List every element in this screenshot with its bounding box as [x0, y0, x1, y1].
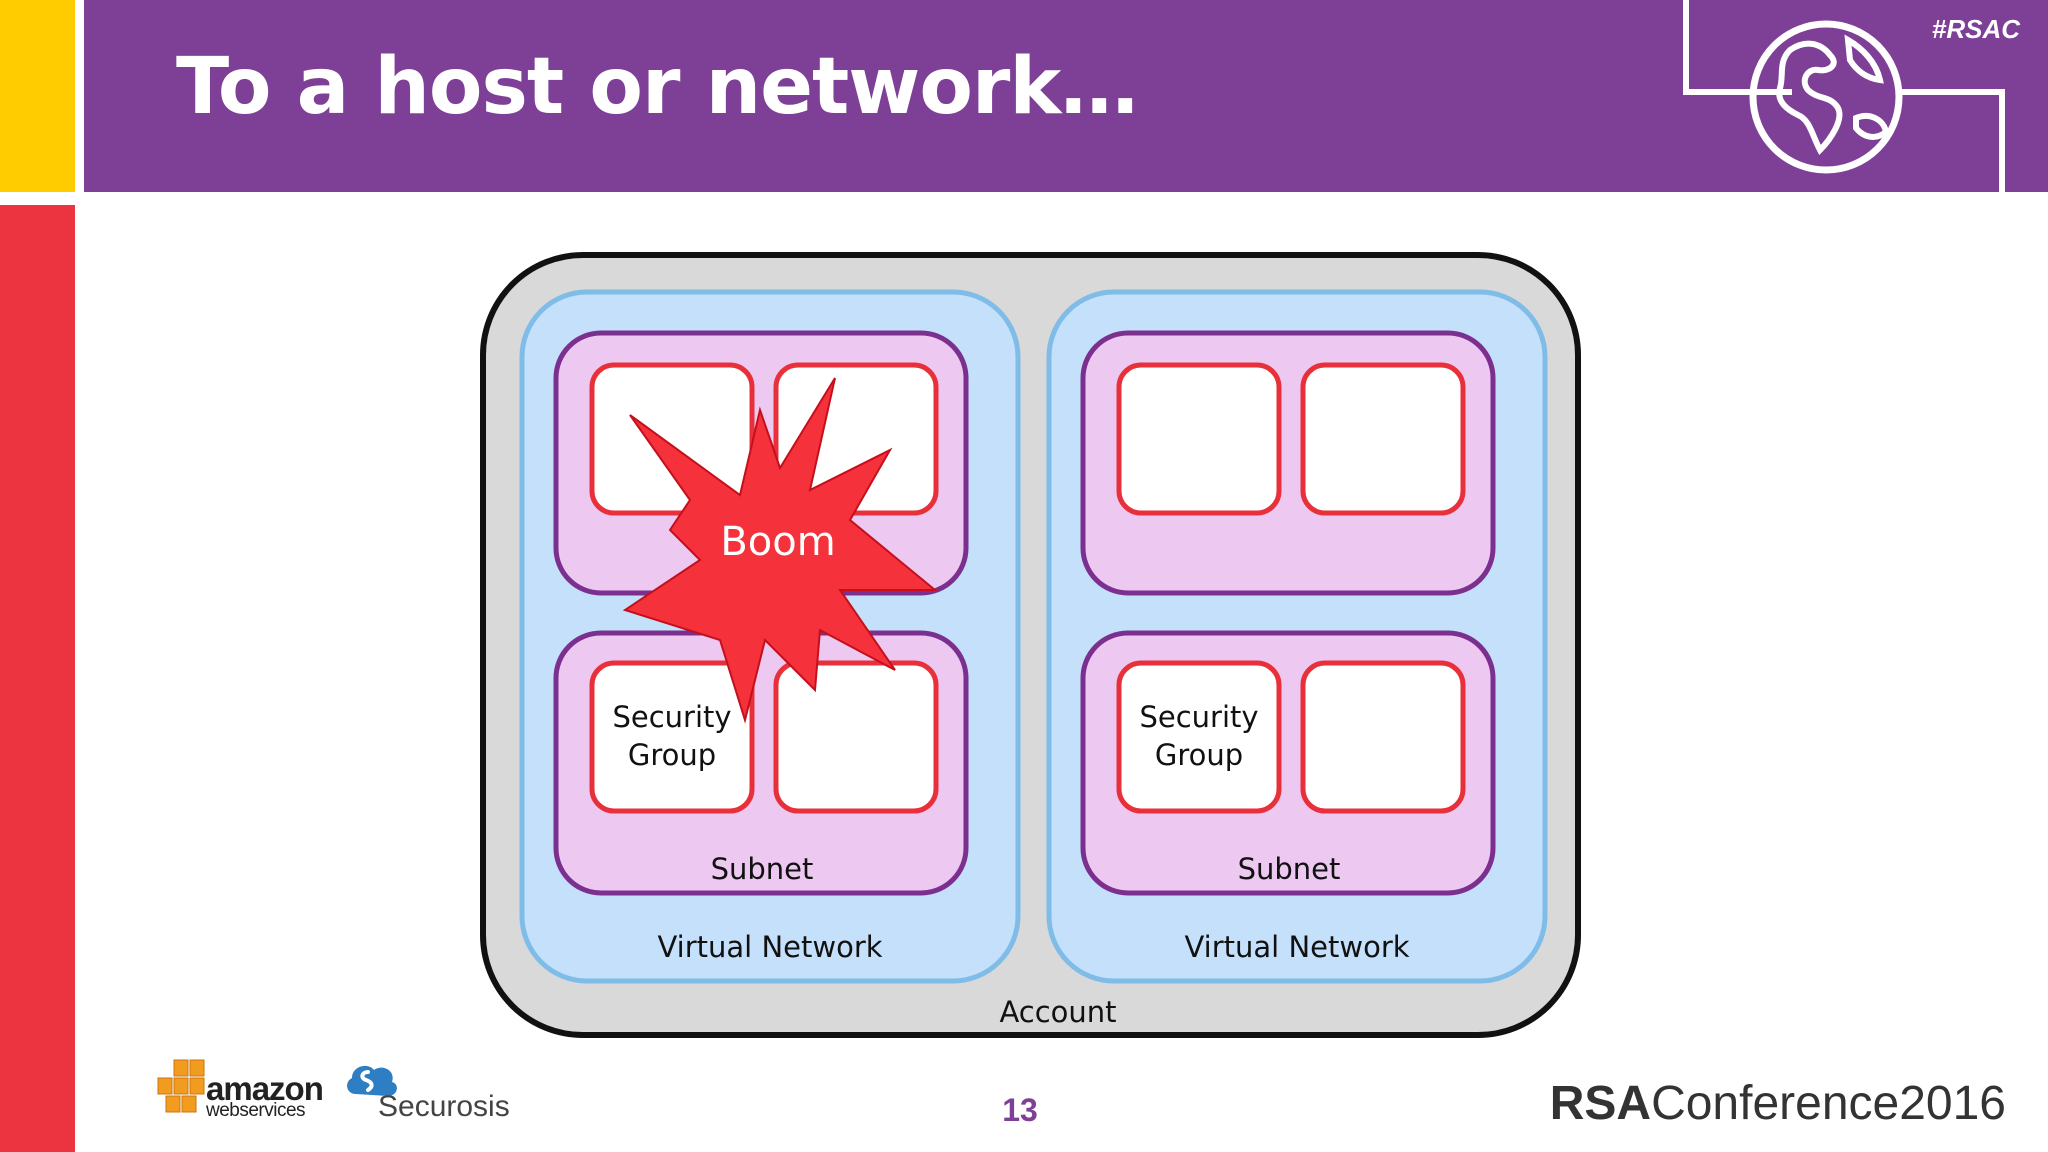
left-red-bar [0, 205, 75, 1152]
security-group-box [589, 660, 755, 814]
subnet-label: Subnet [711, 852, 814, 886]
security-group-box [1300, 660, 1466, 814]
securosis-logo-text: Securosis [378, 1090, 510, 1123]
security-group-label-line1: Security [612, 700, 731, 734]
globe-icon [1749, 20, 1903, 174]
rsa-logo-text: RSA [1549, 1077, 1652, 1130]
security-group-label-line1: Security [1139, 700, 1258, 734]
rsac-hashtag: #RSAC [1931, 14, 2020, 44]
securosis-cloud-icon [347, 1065, 397, 1096]
page-number: 13 [1002, 1092, 1038, 1128]
account-label: Account [999, 995, 1116, 1029]
logo-step-line-right [1896, 89, 2005, 192]
virtual-network-label: Virtual Network [1184, 930, 1409, 964]
security-group-label-line2: Group [1155, 738, 1243, 772]
subnet-label: Subnet [1238, 852, 1341, 886]
virtual-network-label: Virtual Network [657, 930, 882, 964]
aws-logo-text: amazon [206, 1070, 324, 1107]
security-group-label-line2: Group [628, 738, 716, 772]
boom-starburst [622, 377, 938, 724]
security-group-box [1300, 362, 1466, 516]
security-group-box [773, 362, 939, 516]
security-group-box [1116, 660, 1282, 814]
boom-label: Boom [720, 519, 835, 565]
rsa-conference-logo: RSAConference2016 [1550, 1076, 2006, 1131]
security-group-box [1116, 362, 1282, 516]
slide-title: To a host or network… [176, 42, 1138, 132]
logo-step-line [1683, 0, 1792, 95]
aws-cubes-icon [157, 1059, 205, 1113]
title-bar [84, 0, 2048, 192]
virtual-network-right: Virtual Network Security Group Subnet [1046, 289, 1548, 984]
security-group-box [773, 660, 939, 814]
conference-logo-text: Conference2016 [1651, 1077, 2006, 1130]
globe-logo [1683, 0, 2005, 192]
aws-logo-subtext: webservices [206, 1100, 306, 1121]
left-yellow-bar [0, 0, 75, 192]
